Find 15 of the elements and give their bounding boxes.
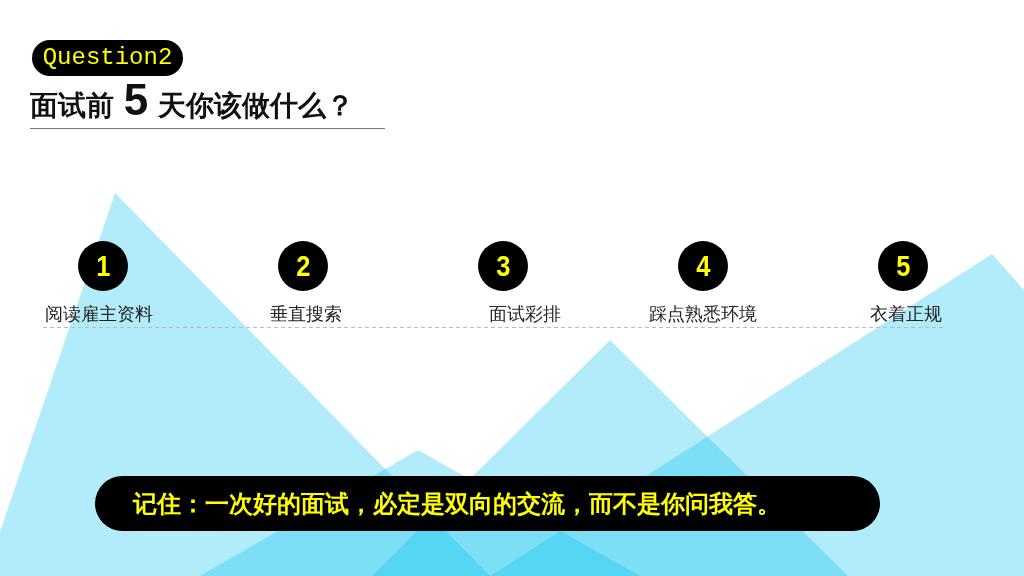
step-label: 踩点熟悉环境 [649, 303, 757, 325]
slide-title: 面试前 5 天你该做什么？ [30, 82, 354, 126]
step-label: 衣着正规 [870, 303, 942, 325]
step-number: 1 [95, 250, 111, 282]
step-number: 5 [895, 250, 911, 282]
step-label: 垂直搜索 [270, 303, 342, 325]
note-text: 记住：一次好的面试，必定是双向的交流，而不是你问我答。 [133, 488, 781, 519]
step-label: 阅读雇主资料 [45, 303, 153, 325]
step-number: 4 [695, 250, 711, 282]
question-label: Question2 [42, 44, 173, 72]
label-pill [32, 40, 183, 76]
step-label: 面试彩排 [489, 303, 561, 325]
note-pill [95, 476, 880, 531]
step-number: 2 [295, 250, 311, 282]
step-number: 3 [495, 250, 511, 282]
